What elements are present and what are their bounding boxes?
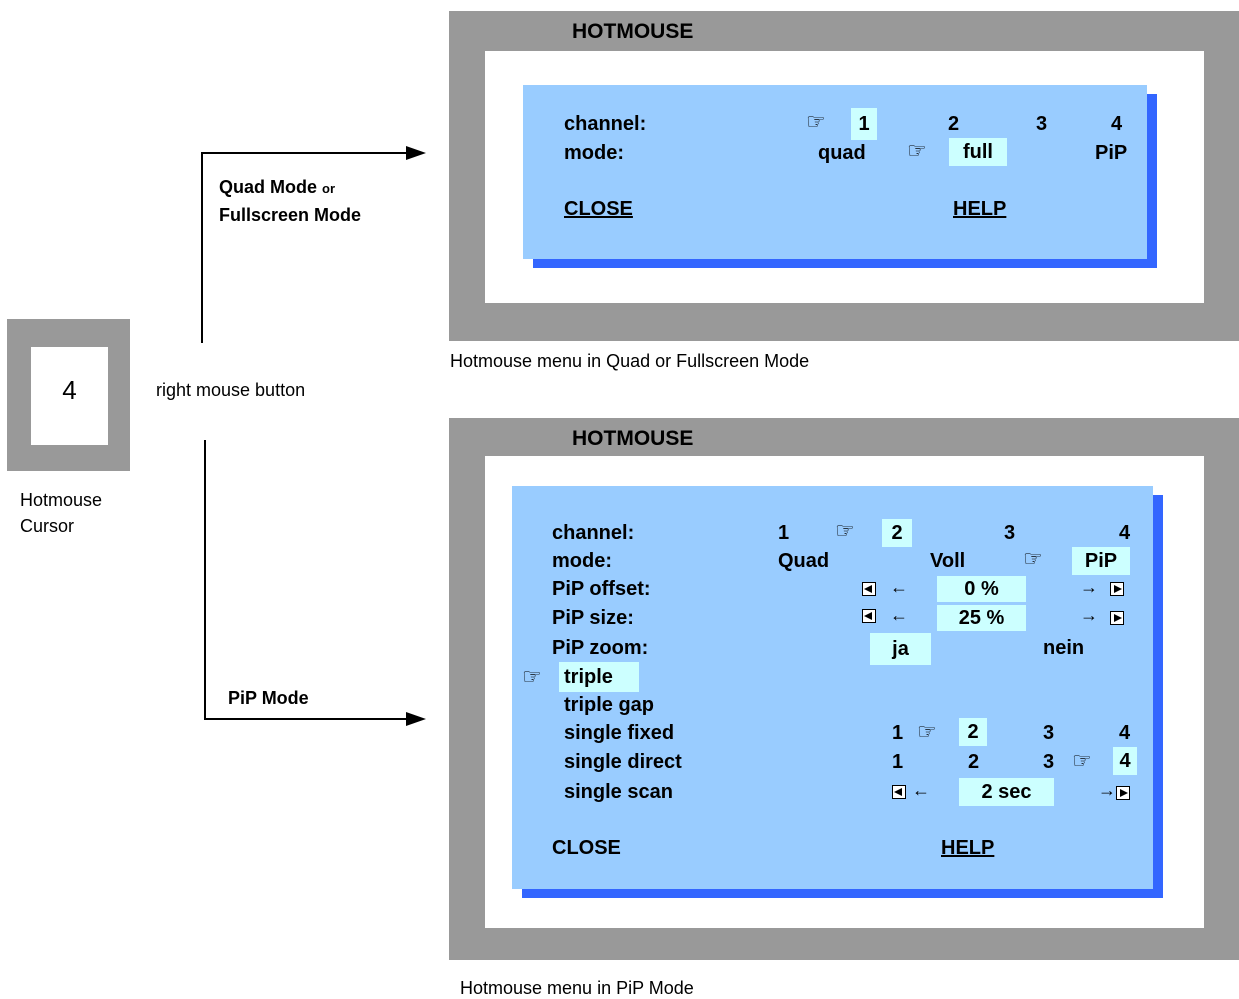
pointer-icon: ☞ bbox=[917, 719, 937, 744]
hotmouse-cursor: 4 bbox=[7, 319, 130, 471]
menu1-title: HOTMOUSE bbox=[572, 20, 694, 43]
menu2-pip-size-label: PiP size: bbox=[552, 607, 634, 629]
pointer-icon: ☞ bbox=[522, 664, 542, 689]
menu2-single-direct-label[interactable]: single direct bbox=[564, 751, 682, 773]
menu2-channel-4[interactable]: 4 bbox=[1119, 522, 1131, 544]
pointer-icon: ☞ bbox=[835, 518, 855, 543]
quad-mode-label: Quad Mode or Fullscreen Mode bbox=[219, 177, 362, 225]
menu2-single-fixed-2[interactable]: 2 bbox=[959, 718, 987, 746]
menu2-single-direct-3[interactable]: 3 bbox=[1043, 751, 1055, 773]
skip-forward-icon[interactable] bbox=[1110, 582, 1124, 596]
menu1-caption: Hotmouse menu in Quad or Fullscreen Mode bbox=[450, 351, 810, 371]
skip-back-icon[interactable] bbox=[892, 785, 906, 799]
arrow-left-icon[interactable]: ← bbox=[890, 577, 908, 597]
pointer-icon: ☞ bbox=[1072, 748, 1092, 773]
cursor-number: 4 bbox=[62, 375, 77, 405]
menu1-help-button[interactable]: HELP bbox=[953, 198, 1007, 220]
menu2-mode-label: mode: bbox=[552, 550, 612, 572]
menu1-channel-1[interactable]: 1 bbox=[851, 108, 877, 140]
pointer-icon: ☞ bbox=[806, 109, 826, 134]
skip-forward-icon[interactable] bbox=[1110, 611, 1124, 625]
pointer-icon: ☞ bbox=[907, 138, 927, 163]
menu2-single-fixed-label[interactable]: single fixed bbox=[564, 722, 675, 744]
menu2-channel-2[interactable]: 2 bbox=[882, 519, 912, 547]
menu2-help-button[interactable]: HELP bbox=[941, 837, 995, 859]
menu2-panel: channel: mode: PiP offset: PiP size: PiP… bbox=[512, 486, 1153, 889]
menu1-mode-label: mode: bbox=[564, 142, 624, 164]
menu2-zoom-nein[interactable]: nein bbox=[1043, 637, 1085, 659]
arrow-right-icon[interactable]: → bbox=[1080, 577, 1098, 597]
menu2-single-fixed-1[interactable]: 1 bbox=[892, 722, 904, 744]
menu1-mode-full[interactable]: full bbox=[949, 138, 1007, 166]
pip-mode-label: PiP Mode bbox=[228, 688, 309, 708]
menu2-single-fixed-3[interactable]: 3 bbox=[1043, 722, 1055, 744]
menu2-single-direct-4[interactable]: 4 bbox=[1113, 747, 1137, 775]
menu2-single-direct-1[interactable]: 1 bbox=[892, 751, 904, 773]
menu2-zoom-ja[interactable]: ja bbox=[870, 633, 931, 665]
menu2-channel-3[interactable]: 3 bbox=[1004, 522, 1016, 544]
menu1-panel: channel: mode: ☞ 1 2 3 4 quad ☞ full PiP… bbox=[523, 85, 1147, 259]
menu2-single-scan-value: 2 sec bbox=[959, 778, 1054, 806]
arrow-left-icon[interactable]: ← bbox=[890, 605, 908, 625]
menu2-title: HOTMOUSE bbox=[572, 427, 694, 450]
menu2-mode-pip[interactable]: PiP bbox=[1072, 547, 1130, 575]
menu2-caption: Hotmouse menu in PiP Mode bbox=[460, 978, 694, 998]
pointer-icon: ☞ bbox=[1023, 546, 1043, 571]
menu2-triple[interactable]: triple bbox=[559, 662, 639, 692]
menu1-close-button[interactable]: CLOSE bbox=[564, 198, 633, 220]
skip-forward-icon[interactable] bbox=[1116, 786, 1130, 800]
menu2-close-button[interactable]: CLOSE bbox=[552, 837, 621, 859]
arrow-right-icon[interactable]: → bbox=[1080, 605, 1098, 625]
menu2-pip-offset-value: 0 % bbox=[937, 576, 1026, 602]
arrow-left-icon[interactable]: ← bbox=[912, 780, 930, 800]
menu2-channel-1[interactable]: 1 bbox=[778, 522, 790, 544]
cursor-caption: Hotmouse Cursor bbox=[20, 490, 103, 536]
menu2-single-direct-2[interactable]: 2 bbox=[968, 751, 980, 773]
skip-back-icon[interactable] bbox=[862, 582, 876, 596]
menu1-channel-3[interactable]: 3 bbox=[1036, 113, 1048, 135]
menu1-channel-2[interactable]: 2 bbox=[948, 113, 960, 135]
right-mouse-button-label: right mouse button bbox=[156, 380, 306, 400]
menu2-mode-quad[interactable]: Quad bbox=[778, 550, 830, 572]
menu2-pip-size-value: 25 % bbox=[937, 605, 1026, 631]
arrow-right-icon[interactable]: → bbox=[1098, 780, 1116, 800]
menu2-single-scan-label[interactable]: single scan bbox=[564, 781, 673, 803]
menu2-pip-offset-label: PiP offset: bbox=[552, 578, 651, 600]
menu2-mode-voll[interactable]: Voll bbox=[930, 550, 966, 572]
menu2-triple-gap[interactable]: triple gap bbox=[564, 694, 655, 716]
menu2-single-fixed-4[interactable]: 4 bbox=[1119, 722, 1131, 744]
menu1-mode-pip[interactable]: PiP bbox=[1095, 142, 1128, 164]
menu1-mode-quad[interactable]: quad bbox=[818, 142, 866, 164]
menu2-channel-label: channel: bbox=[552, 522, 635, 544]
skip-back-icon[interactable] bbox=[862, 609, 876, 623]
menu2-pip-zoom-label: PiP zoom: bbox=[552, 637, 649, 659]
menu1-channel-label: channel: bbox=[564, 113, 647, 135]
menu1-channel-4[interactable]: 4 bbox=[1111, 113, 1123, 135]
